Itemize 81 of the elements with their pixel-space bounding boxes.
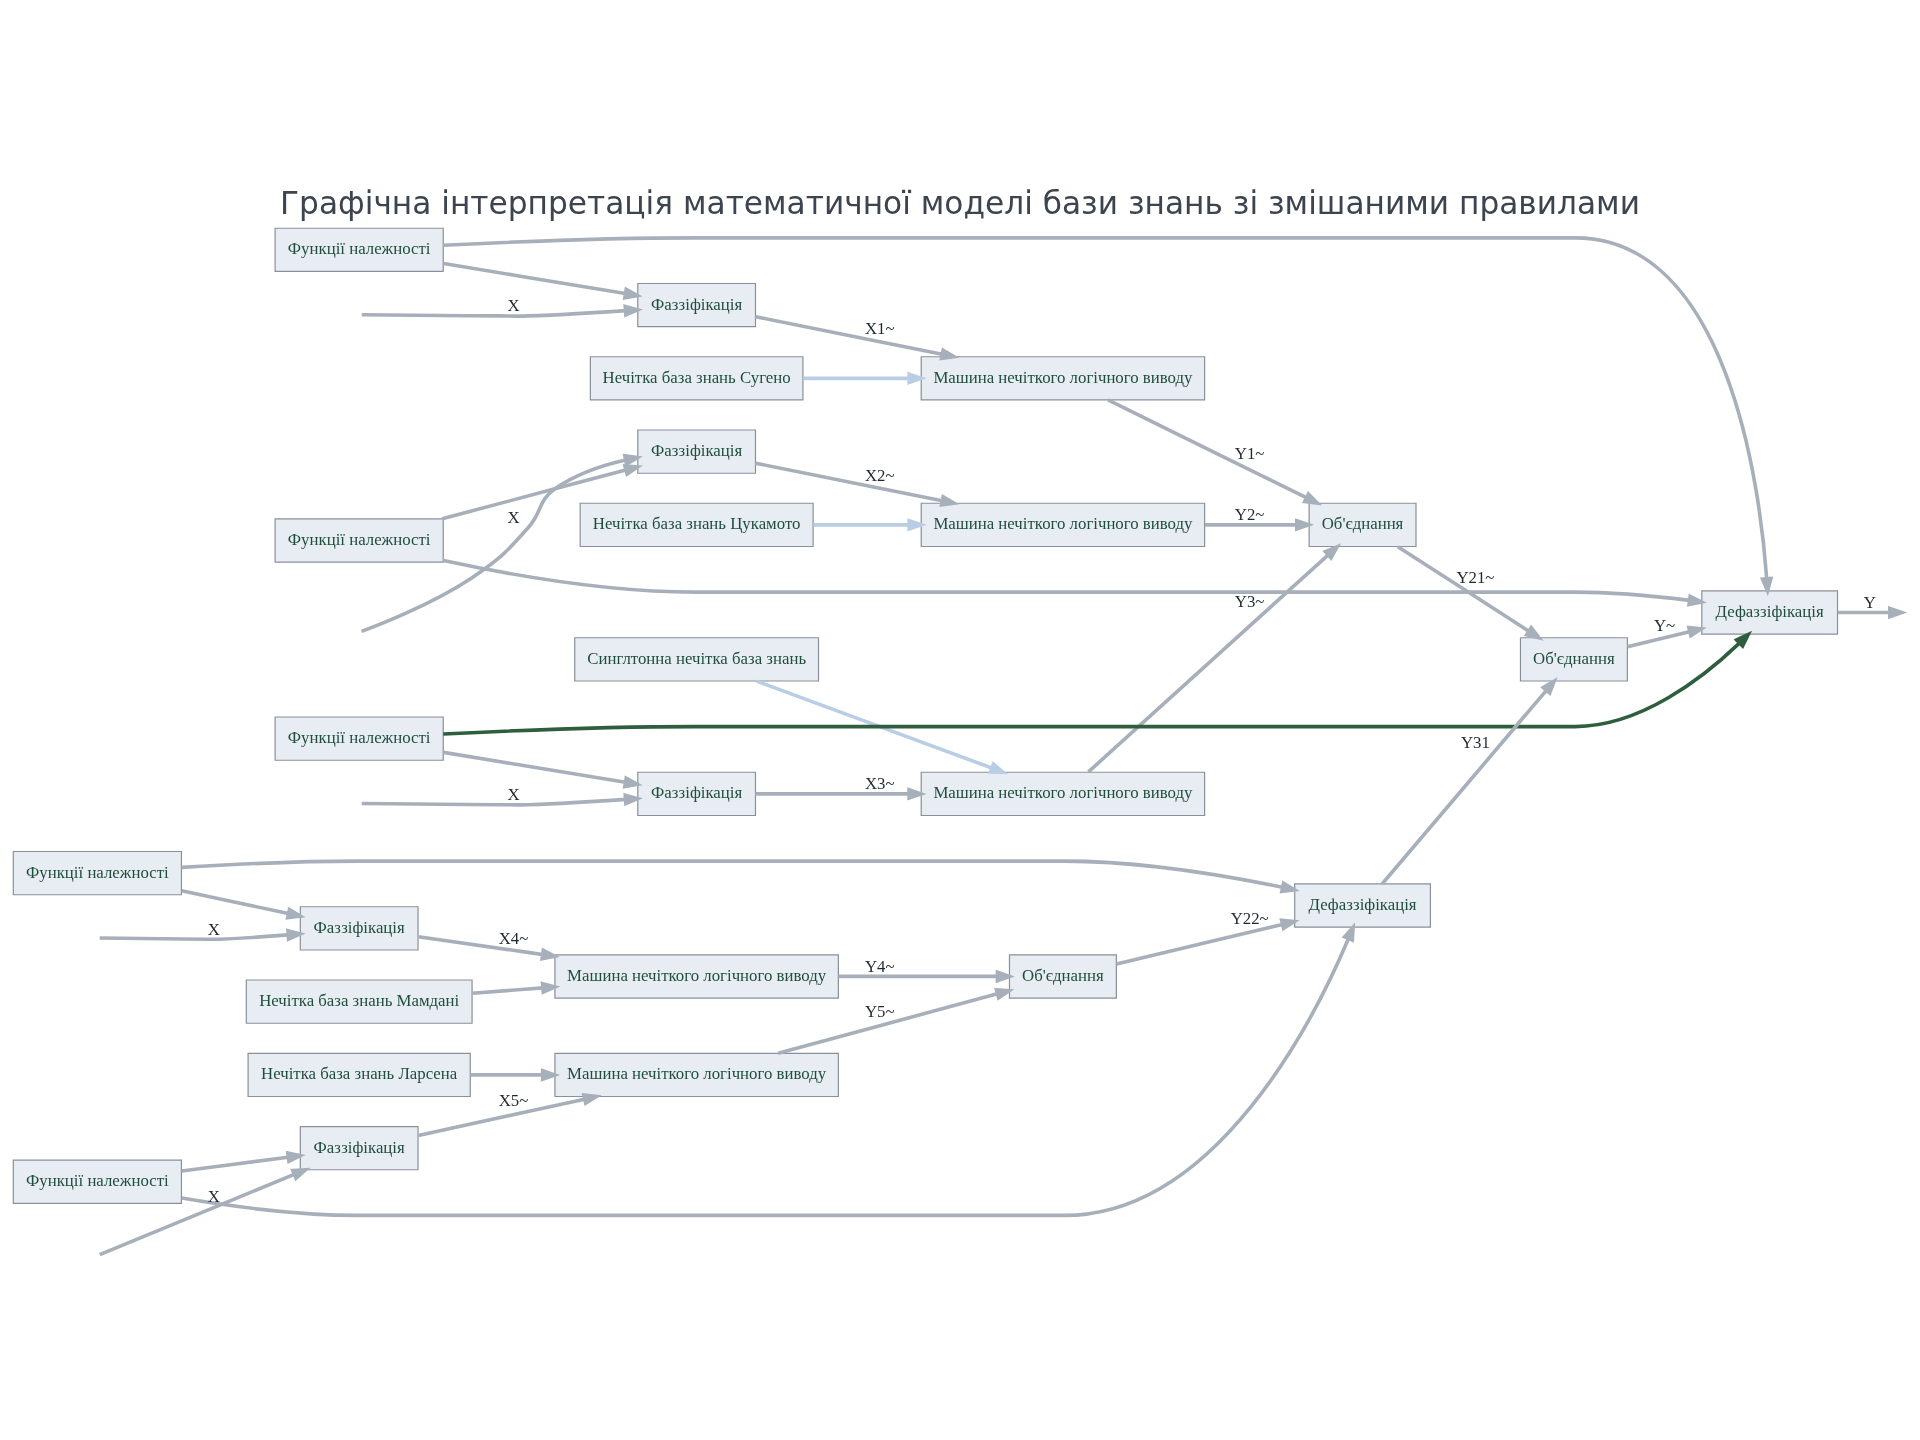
node-box: Функції належності — [12, 850, 183, 895]
arrow — [755, 786, 927, 801]
arrow — [99, 1167, 311, 1256]
arrow — [1107, 397, 1323, 506]
arrow — [443, 630, 1753, 736]
edge-label: Y1~ — [1234, 443, 1265, 463]
arrow — [360, 453, 643, 633]
arrow — [443, 261, 643, 300]
edge-label: Y21~ — [1456, 567, 1495, 587]
node-box: Об'єднання — [1008, 953, 1117, 999]
node-box: Функції належності — [12, 1159, 183, 1204]
edge-label: X3~ — [864, 773, 895, 793]
edge-label: Y3~ — [1234, 591, 1265, 611]
edge-label: Y22~ — [1230, 908, 1269, 928]
arrow — [1116, 917, 1300, 966]
node-box: Фаззіфікація — [299, 1125, 419, 1170]
node-box: Синглтонна нечітка база знань — [574, 636, 820, 682]
arrow — [777, 987, 1015, 1055]
node-box: Машина нечіткого логічного виводу — [554, 1052, 839, 1097]
node-box: Об'єднання — [1519, 636, 1628, 682]
edge-label: Y2~ — [1234, 504, 1265, 524]
arrow — [1627, 624, 1707, 648]
arrow — [470, 1067, 561, 1082]
edge-label: Y — [1863, 592, 1877, 612]
arrow — [181, 888, 306, 920]
edge-label: X2~ — [864, 465, 895, 485]
arrow — [1380, 676, 1558, 885]
arrow — [418, 934, 560, 961]
node-box: Дефаззіфікація — [1701, 589, 1839, 635]
arrow — [99, 927, 306, 942]
arrow — [755, 314, 960, 361]
arrow — [443, 750, 643, 789]
arrow — [181, 858, 1300, 894]
node-box: Функції належності — [274, 517, 444, 563]
arrow — [181, 1150, 306, 1173]
arrow — [443, 558, 1707, 607]
node-box: Нечітка база знань Ларсена — [247, 1052, 471, 1097]
diagram-title: Графічна інтерпретація математичної моделі бази знань зі змішаними правилами — [280, 184, 1640, 221]
node-box: Дефаззіфікація — [1294, 882, 1431, 928]
arrow — [803, 371, 927, 385]
node-box: Фаззіфікація — [299, 905, 419, 951]
arrow — [813, 517, 927, 532]
arrow — [443, 235, 1774, 596]
edge-label: Y5~ — [864, 1001, 895, 1021]
arrow — [361, 792, 643, 807]
edge-label: X — [507, 784, 520, 804]
node-box: Машина нечіткого логічного виводу — [920, 355, 1206, 401]
arrow — [1396, 544, 1544, 641]
arrow — [417, 1092, 602, 1137]
edge-label: X — [507, 507, 520, 527]
node-box: Фаззіфікація — [637, 428, 757, 474]
node-box: Машина нечіткого логічного виводу — [554, 953, 839, 999]
node-box: Функції належності — [274, 715, 444, 761]
arrow — [361, 303, 643, 318]
arrow — [755, 460, 960, 507]
node-box: Нечітка база знань Сугено — [589, 355, 804, 401]
node-box: Нечітка база знань Мамдані — [245, 978, 473, 1024]
node-box: Машина нечіткого логічного виводу — [920, 771, 1206, 816]
edge-label: Y~ — [1653, 615, 1676, 635]
edge-label: X4~ — [498, 928, 529, 948]
edge-label: X — [207, 1186, 220, 1206]
arrow — [756, 678, 1009, 774]
edge-label: Y4~ — [864, 956, 895, 976]
arrow — [181, 921, 1356, 1217]
node-box: Функції належності — [274, 227, 444, 272]
node-box: Нечітка база знань Цукамото — [579, 502, 814, 547]
arrow — [1204, 517, 1315, 532]
arrow — [441, 453, 643, 520]
edge-label: X1~ — [864, 318, 895, 338]
edge-label: X5~ — [498, 1090, 529, 1110]
node-box: Фаззіфікація — [637, 282, 757, 327]
edge-label: X — [207, 919, 220, 939]
arrow — [838, 969, 1015, 983]
node-box: Машина нечіткого логічного виводу — [920, 502, 1206, 547]
arrow — [1837, 605, 1908, 619]
arrow — [472, 980, 561, 995]
node-box: Об'єднання — [1308, 502, 1417, 547]
edge-label: Y31 — [1460, 732, 1490, 752]
node-box: Фаззіфікація — [637, 771, 757, 816]
arrow — [1087, 542, 1342, 773]
edge-label: X — [507, 295, 520, 315]
